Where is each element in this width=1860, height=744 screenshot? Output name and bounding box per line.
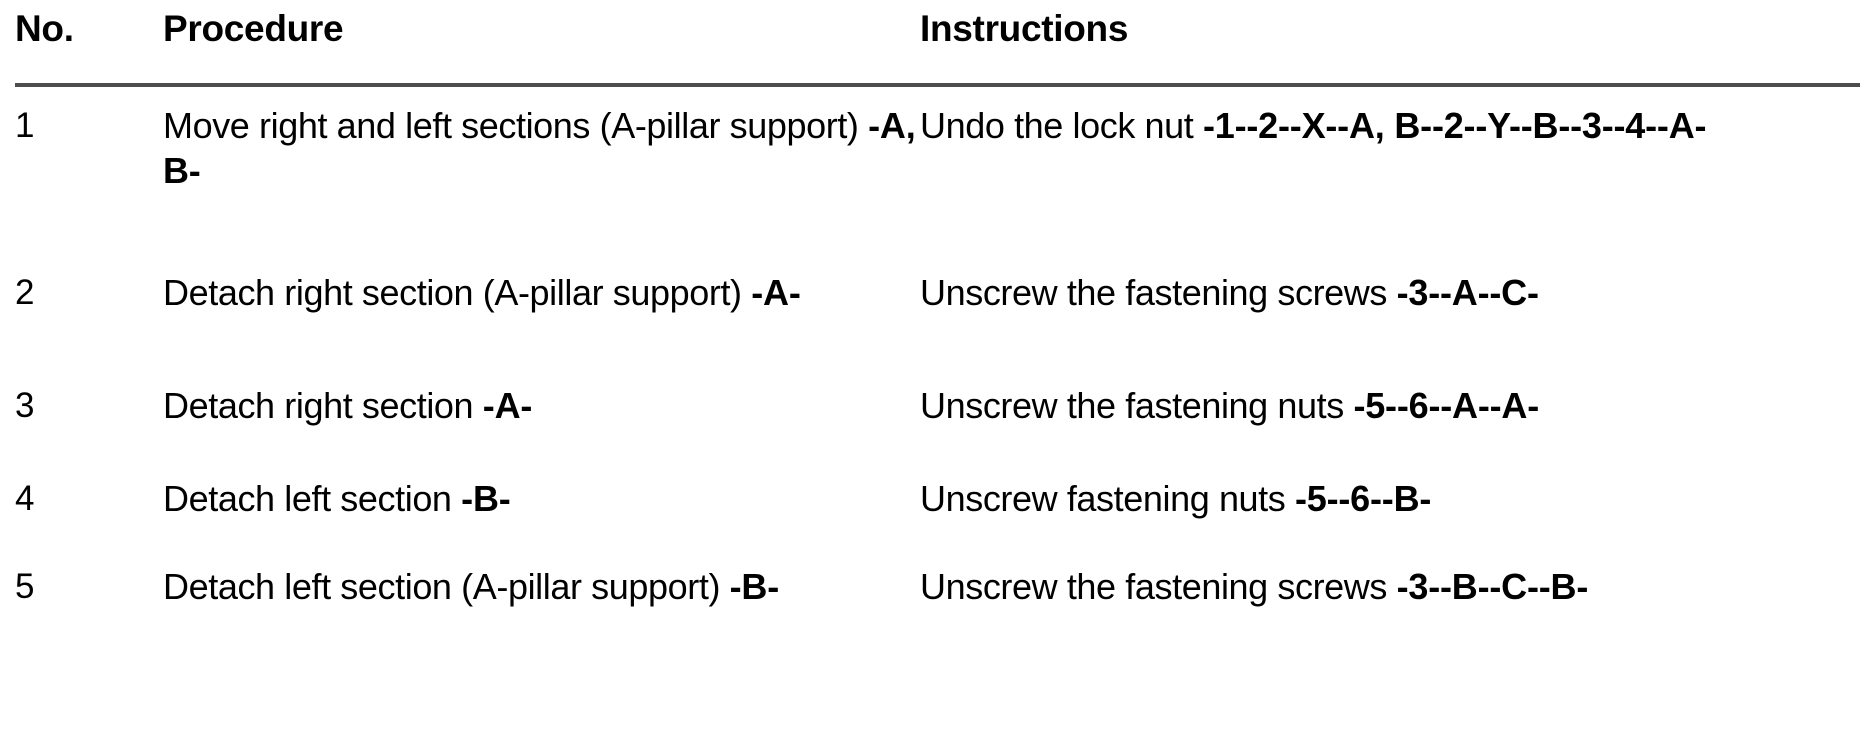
- row-number: 3: [15, 385, 35, 425]
- row-procedure: Move right and left sections (A-pillar s…: [163, 104, 920, 193]
- procedure-text: Detach right section (A-pillar support): [163, 272, 752, 314]
- instruction-text: Unscrew the fastening nuts: [920, 384, 1354, 426]
- row-spacer: [15, 521, 1860, 565]
- row-procedure: Detach left section -B-: [163, 477, 920, 522]
- instruction-reference: -5--6--B-: [1295, 477, 1432, 519]
- table-header: No. Procedure Instructions: [15, 0, 1860, 104]
- column-header-procedure: Procedure: [163, 8, 344, 49]
- procedure-text: Move right and left sections (A-pillar s…: [163, 105, 869, 146]
- table-row: 4 Detach left section -B- Unscrew fasten…: [15, 477, 1860, 522]
- table-row: 2 Detach right section (A-pillar support…: [15, 271, 1860, 316]
- procedure-reference: -B-: [461, 477, 511, 519]
- row-number: 2: [15, 273, 35, 313]
- instruction-reference: -3--B--C--B-: [1396, 566, 1589, 608]
- row-procedure: Detach right section (A-pillar support) …: [163, 271, 920, 316]
- row-spacer: [15, 193, 1860, 271]
- procedure-text: Detach left section (A-pillar support): [163, 566, 730, 608]
- procedure-reference: -A-: [482, 384, 533, 426]
- row-instruction: Unscrew the fastening screws -3--B--C--B…: [920, 565, 1860, 610]
- instruction-text: Unscrew the fastening screws: [920, 272, 1397, 314]
- header-divider: [15, 83, 1860, 87]
- instruction-text: Undo the lock nut: [920, 105, 1203, 146]
- procedure-reference: -A, B-: [163, 105, 916, 191]
- instruction-text: Unscrew fastening nuts: [920, 477, 1295, 519]
- row-spacer-cell: [15, 316, 1860, 384]
- row-spacer: [15, 316, 1860, 384]
- row-instruction: Unscrew fastening nuts -5--6--B-: [920, 477, 1860, 522]
- column-header-no: No.: [15, 8, 74, 49]
- instruction-reference: -3--A--C-: [1396, 272, 1539, 314]
- instruction-text: Unscrew the fastening screws: [920, 566, 1397, 608]
- row-spacer-cell: [15, 429, 1860, 477]
- row-procedure: Detach right section -A-: [163, 384, 920, 429]
- column-header-instructions: Instructions: [920, 8, 1129, 49]
- instruction-reference: -5--6--A--A-: [1353, 384, 1539, 426]
- table-body: 1 Move right and left sections (A-pillar…: [15, 104, 1860, 610]
- row-instruction: Unscrew the fastening screws -3--A--C-: [920, 271, 1860, 316]
- row-instruction: Undo the lock nut -1--2--X--A, B--2--Y--…: [920, 104, 1860, 193]
- table-row: 5 Detach left section (A-pillar support)…: [15, 565, 1860, 610]
- header-divider-cell: [15, 64, 1860, 104]
- procedure-table: No. Procedure Instructions 1 Move right …: [15, 0, 1860, 610]
- header-rule-row: [15, 64, 1860, 104]
- procedure-reference: -B-: [729, 566, 780, 608]
- table-row: 1 Move right and left sections (A-pillar…: [15, 104, 1860, 193]
- instruction-reference: -1--2--X--A, B--2--Y--B--3--4--A-: [1202, 105, 1707, 146]
- procedure-text: Detach left section: [163, 477, 462, 519]
- row-spacer-cell: [15, 193, 1860, 271]
- row-number: 5: [15, 567, 35, 607]
- row-number: 1: [15, 106, 35, 145]
- row-spacer-cell: [15, 521, 1860, 565]
- table-header-row: No. Procedure Instructions: [15, 0, 1860, 64]
- row-instruction: Unscrew the fastening nuts -5--6--A--A-: [920, 384, 1860, 429]
- procedure-reference: -A-: [751, 272, 801, 314]
- table-row: 3 Detach right section -A- Unscrew the f…: [15, 384, 1860, 429]
- row-procedure: Detach left section (A-pillar support) -…: [163, 565, 920, 610]
- row-spacer: [15, 429, 1860, 477]
- row-number: 4: [15, 478, 35, 518]
- procedure-text: Detach right section: [163, 384, 483, 426]
